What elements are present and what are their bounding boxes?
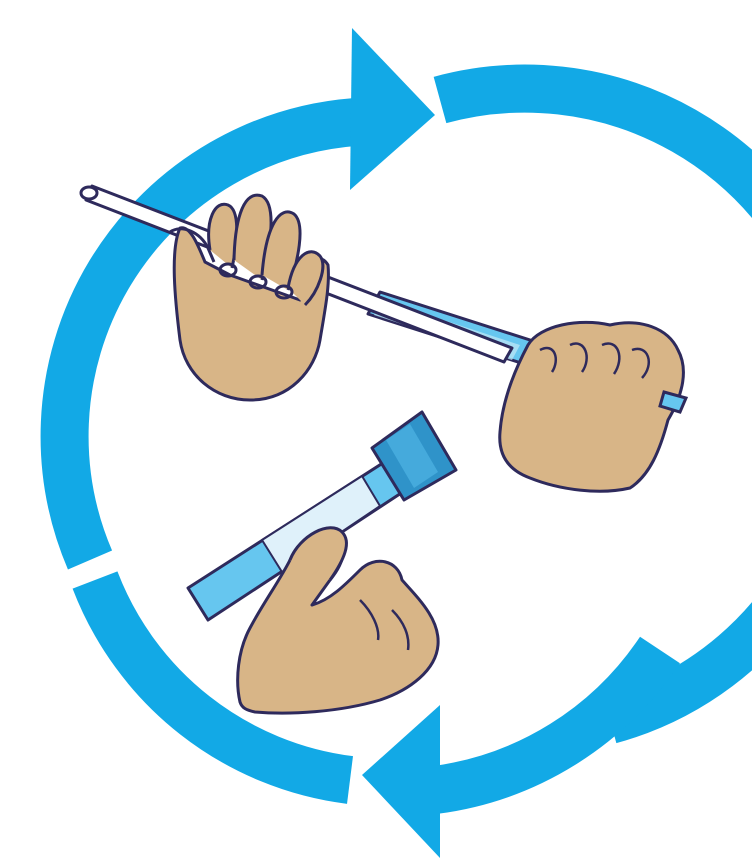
lower-arrow-arc — [435, 650, 660, 790]
right-hand-fist — [500, 322, 684, 491]
upper-arrowhead — [350, 28, 435, 190]
hand-icon — [500, 322, 686, 491]
lower-arrowhead — [362, 705, 440, 858]
